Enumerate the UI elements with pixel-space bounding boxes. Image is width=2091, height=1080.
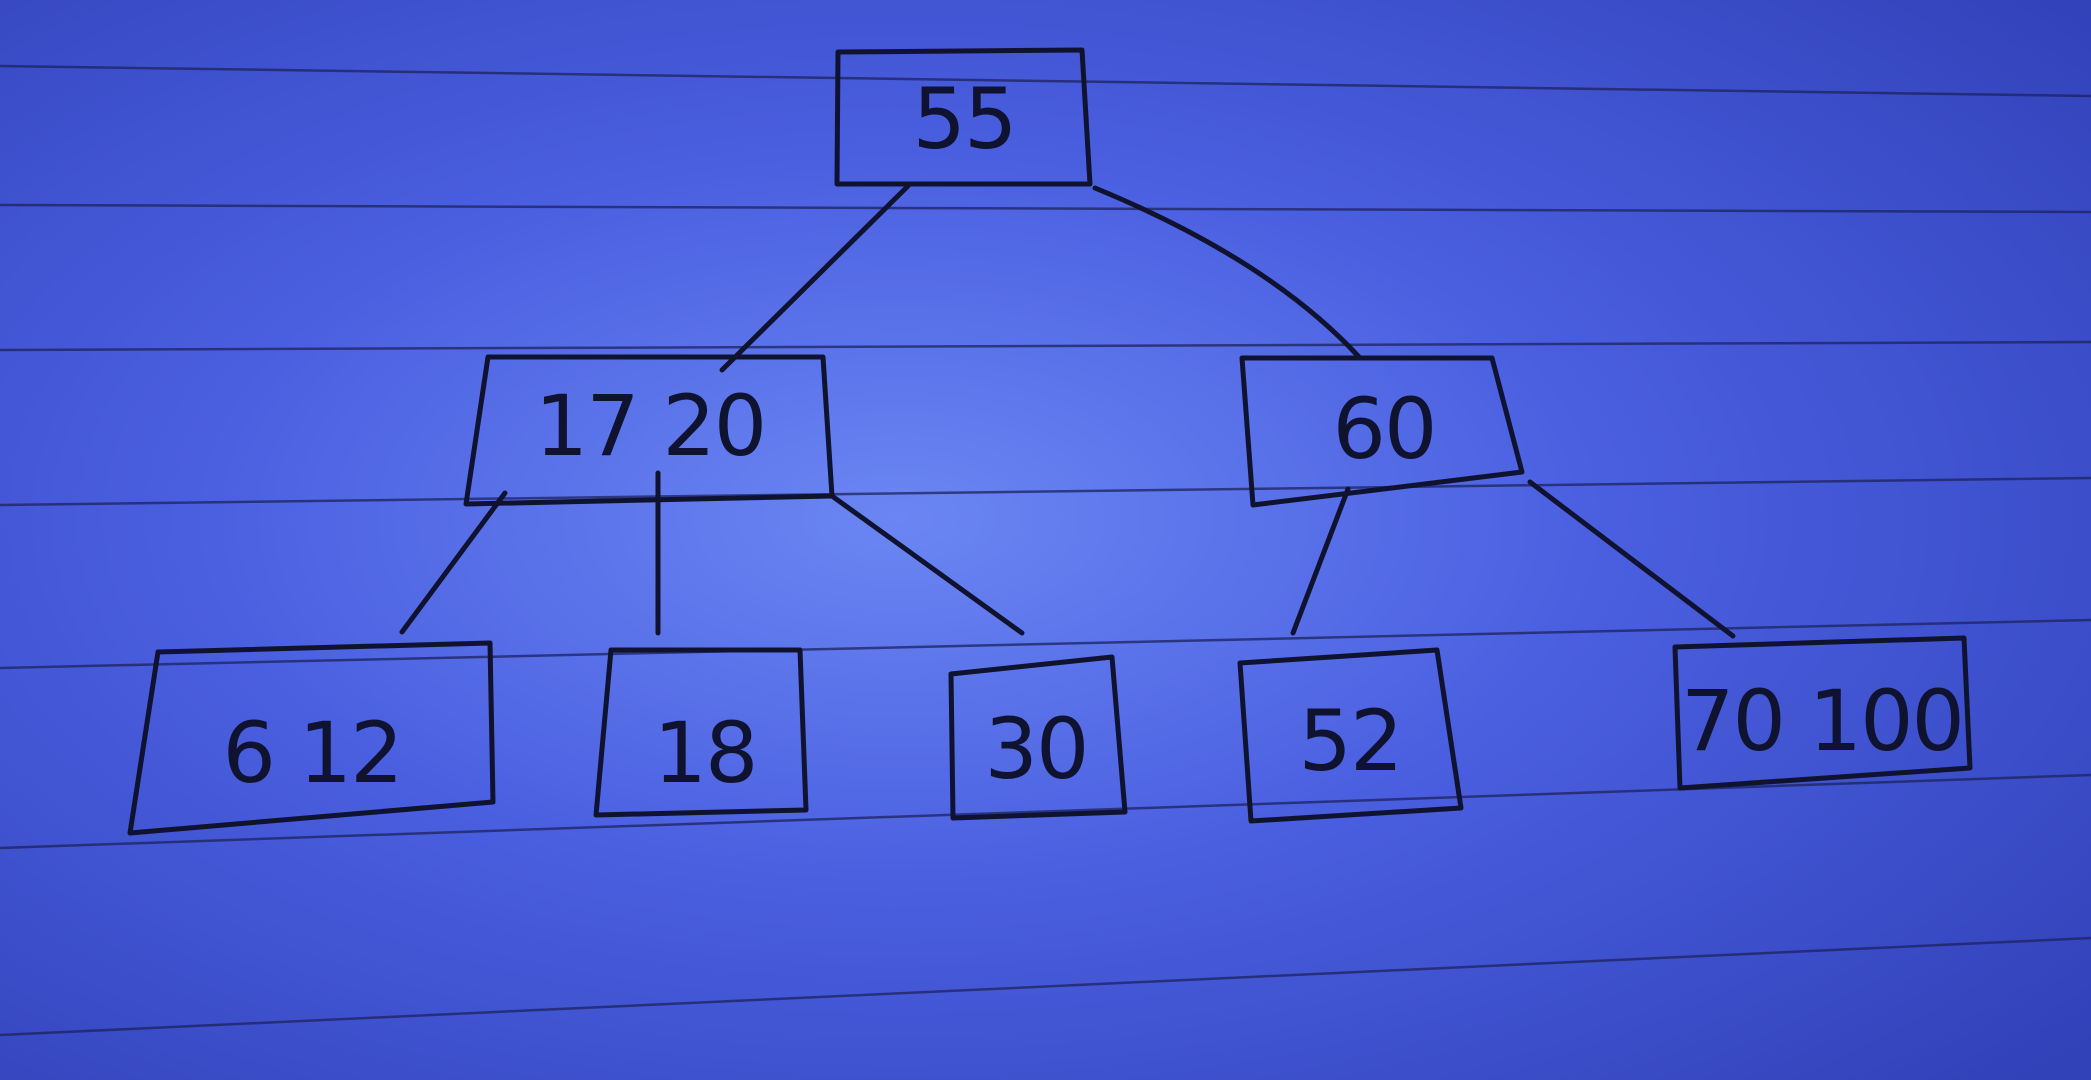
tree-leaf-4: 52 [1237, 647, 1464, 824]
tree-leaf-1: 6 12 [127, 640, 496, 836]
edge-root-to-left [719, 183, 911, 373]
leaf-label-4: 52 [1299, 692, 1402, 790]
edge-right-to-leaf-4 [1290, 486, 1351, 636]
tree-node-right: 60 [1239, 355, 1525, 508]
leaf-label-3: 30 [985, 700, 1088, 798]
tree-leaf-5: 70 100 [1672, 635, 1973, 791]
ruled-lines [0, 64, 2091, 1037]
node-label-left: 17 20 [535, 377, 765, 475]
node-label-root: 55 [913, 70, 1016, 168]
tree-leaf-3: 30 [948, 654, 1128, 821]
node-label-right: 60 [1333, 380, 1436, 478]
edge-left-to-leaf-1 [399, 490, 508, 635]
tree-leaf-2: 18 [593, 647, 809, 818]
edge-root-to-right [1092, 185, 1363, 361]
tree-node-root: 55 [834, 47, 1093, 187]
leaf-label-5: 70 100 [1681, 672, 1963, 770]
leaf-label-2: 18 [654, 704, 757, 802]
leaf-label-1: 6 12 [222, 704, 401, 802]
edge-right-to-leaf-5 [1527, 479, 1736, 639]
tree-node-left: 17 20 [463, 354, 835, 507]
edge-left-to-leaf-3 [829, 493, 1025, 636]
